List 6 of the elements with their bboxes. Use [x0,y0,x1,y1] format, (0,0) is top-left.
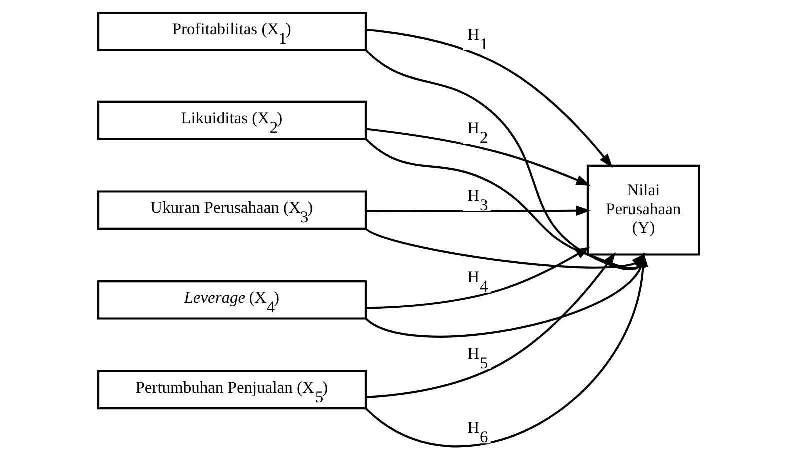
arrow [365,28,613,168]
arrow [365,205,590,216]
node-box: Nilai Perusahaan (Y) [586,164,700,256]
arrow [366,128,590,186]
arrow [366,246,590,309]
arrow [366,252,616,398]
